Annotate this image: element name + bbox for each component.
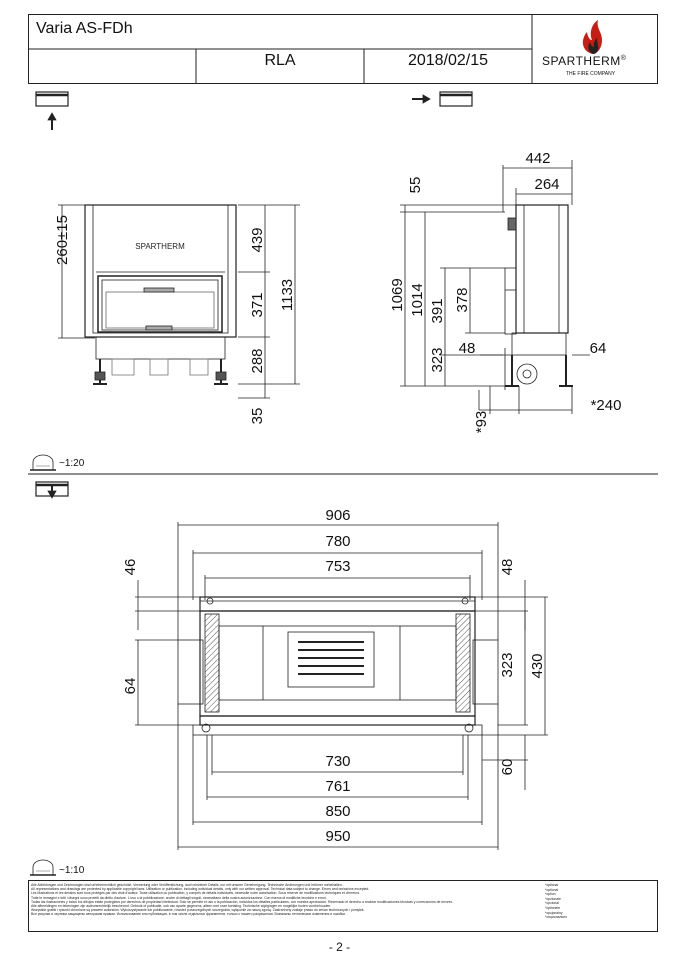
dim-plan-top3: 753 (325, 558, 350, 575)
dim-plan-right3: 430 (529, 653, 546, 678)
front-view-drawing (84, 204, 237, 385)
dim-plan-bot3: 850 (325, 803, 350, 820)
brand-tagline: THE FIRE COMPANY (566, 71, 616, 77)
revision-date: 2018/02/15 (407, 52, 489, 69)
scale-upper-label: ~1:20 (59, 458, 85, 469)
product-title: Varia AS-FDh (36, 20, 133, 37)
dim-side-48: 48 (459, 340, 476, 357)
dim-plan-left2: 64 (122, 678, 139, 695)
dim-side-h1: 1069 (389, 278, 406, 311)
flame-logo-icon (582, 20, 602, 54)
dim-plan-right1: 48 (499, 559, 516, 576)
dim-side-240: *240 (591, 397, 622, 414)
dim-plan-top2: 780 (325, 533, 350, 550)
brand-name: SPARTHERM® (542, 54, 627, 68)
scale-lower-icon (30, 859, 56, 876)
front-view-icon (35, 91, 69, 130)
dim-side-h5: 323 (429, 347, 446, 372)
dim-side-top2: 264 (534, 176, 559, 193)
optional-legend: *optional *optional *option *opzionale *… (545, 883, 568, 920)
dim-side-h4: 378 (454, 287, 471, 312)
plan-view-drawing (177, 596, 499, 736)
dim-plan-bot1: 730 (325, 753, 350, 770)
dim-front-total: 1133 (279, 279, 296, 311)
dim-plan-right2: 323 (499, 652, 516, 677)
model-code: RLA (264, 52, 296, 69)
dim-side-h3: 391 (429, 298, 446, 323)
dim-front-d: 35 (249, 408, 266, 425)
dim-plan-left1: 46 (122, 559, 139, 576)
side-view-icon (412, 91, 473, 107)
legal-notice: Alle Abbildungen und Zeichnungen sind ur… (31, 883, 453, 917)
dim-side-gap: 55 (407, 177, 424, 194)
dim-plan-top1: 906 (325, 507, 350, 524)
dim-front-b: 371 (249, 292, 266, 317)
dim-plan-bot2: 761 (325, 778, 350, 795)
dim-side-64: 64 (590, 340, 607, 357)
dim-side-top: 442 (525, 150, 550, 167)
dim-side-h2: 1014 (409, 283, 426, 316)
scale-lower-label: ~1:10 (59, 865, 85, 876)
dim-plan-right4: 60 (499, 759, 516, 776)
dim-plan-bot4: 950 (325, 828, 350, 845)
dim-front-c: 288 (249, 348, 266, 373)
legal-notice-box (28, 880, 658, 932)
scale-upper-icon (30, 454, 56, 471)
front-brand-plate: SPARTHERM (135, 242, 185, 251)
page-number: - 2 - (328, 940, 351, 954)
dim-front-a: 439 (249, 227, 266, 252)
dim-side-93: *93 (473, 411, 490, 434)
top-view-icon (35, 481, 69, 499)
side-view-drawing (504, 204, 573, 387)
dim-front-left: 260±15 (54, 215, 71, 265)
